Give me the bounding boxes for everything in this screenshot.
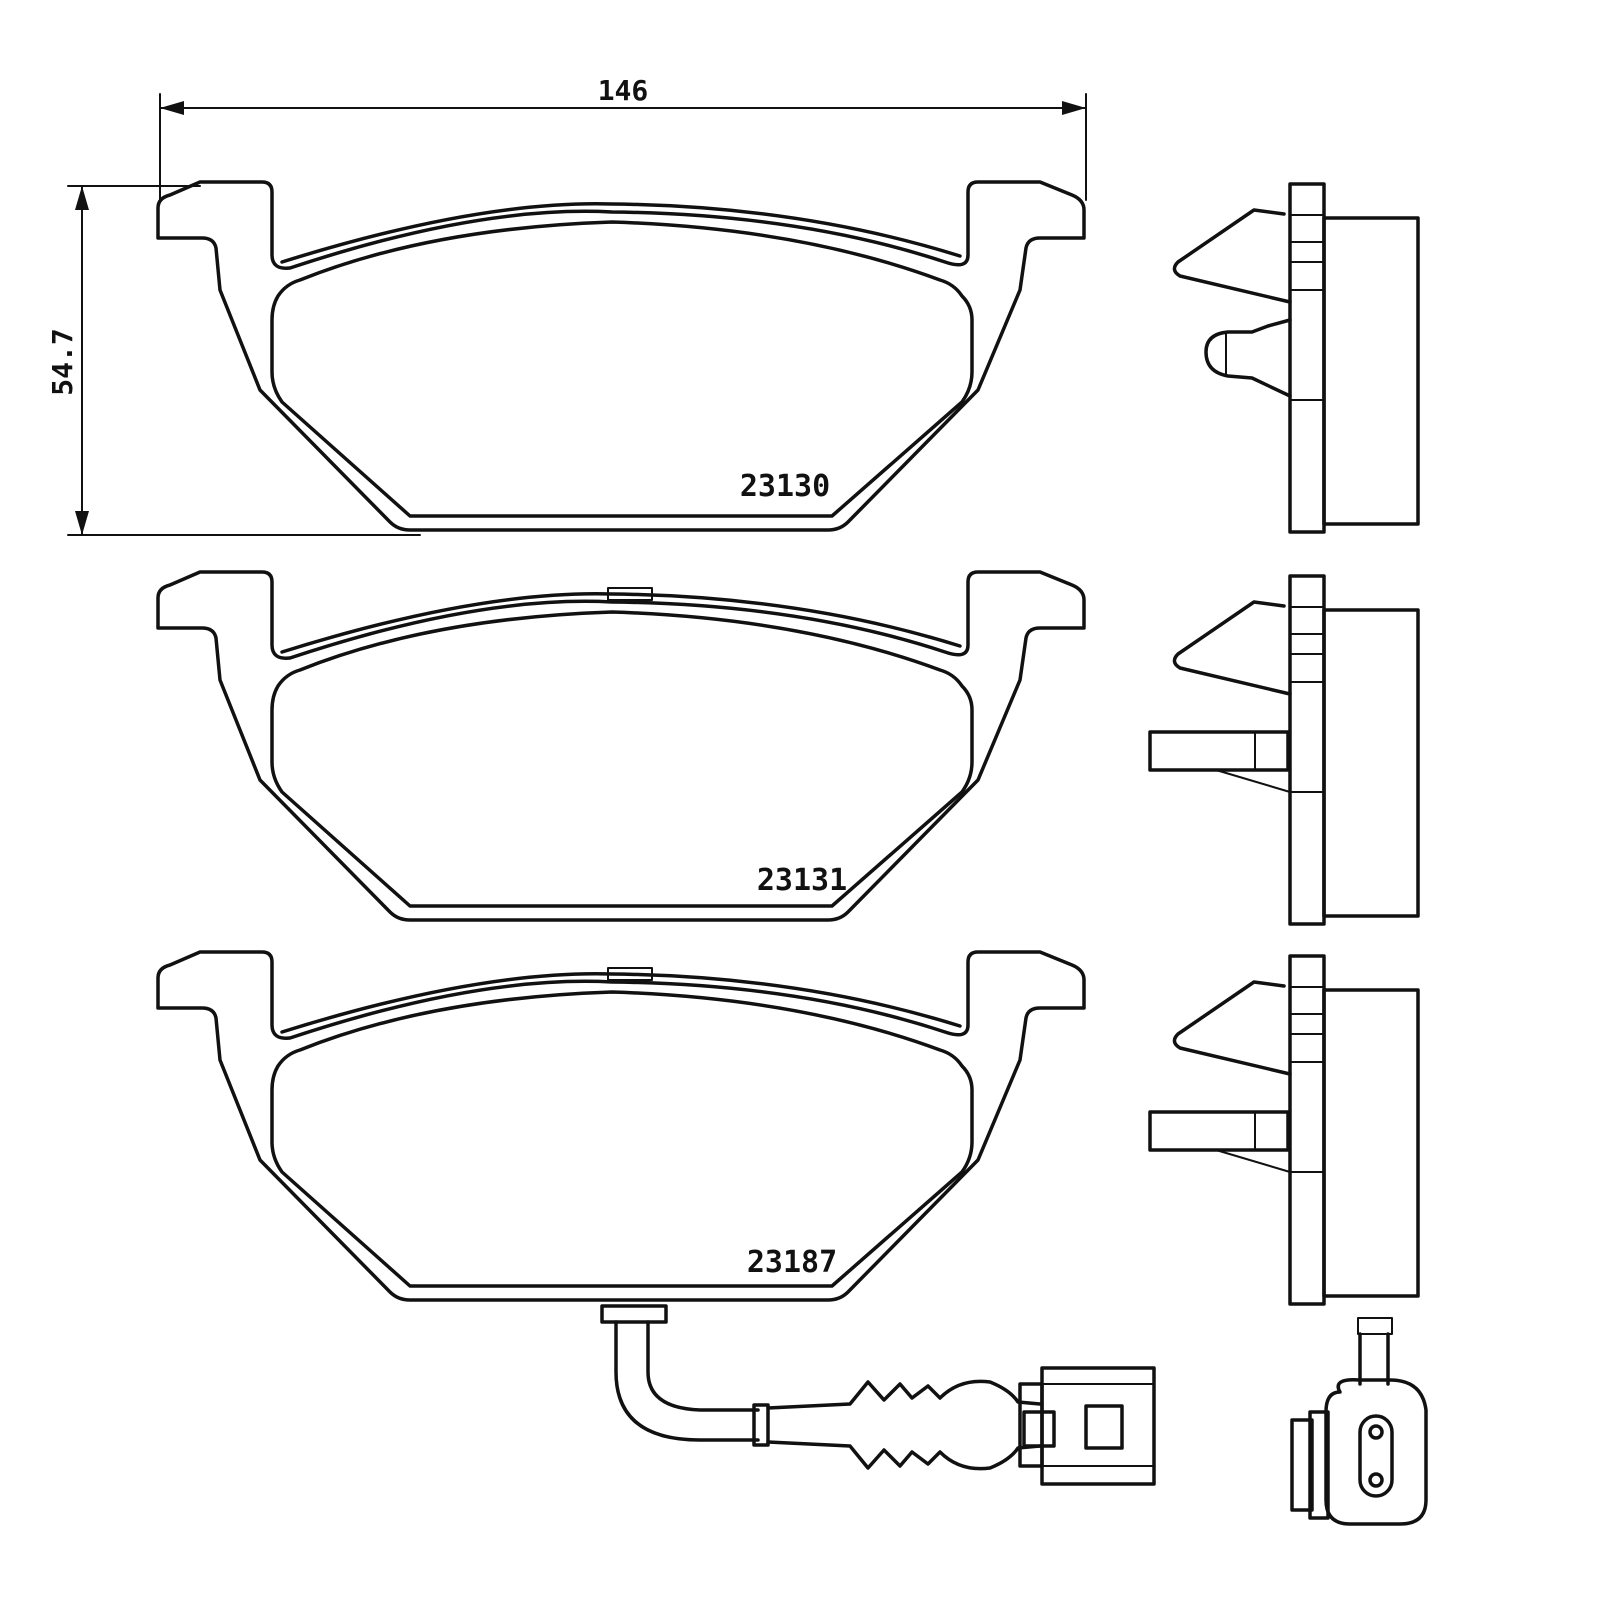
pad-23130-front: 23130 [156, 180, 1086, 532]
height-dimension: 54.7 [46, 185, 421, 536]
part-number-23187: 23187 [747, 1245, 837, 1280]
wear-sensor-side [1290, 1317, 1428, 1526]
width-label: 146 [598, 74, 649, 107]
part-number-23130: 23130 [740, 469, 830, 504]
pad-23187-front: 23187 [156, 950, 1086, 1302]
pad-23187-side [1148, 954, 1420, 1306]
width-dimension: 146 [159, 74, 1087, 201]
wear-sensor-front [600, 1304, 1156, 1486]
height-label: 54.7 [46, 328, 79, 395]
pad-23130-side [1172, 182, 1420, 534]
part-number-23131: 23131 [757, 863, 847, 898]
pad-23131-front: 23131 [156, 570, 1086, 922]
pad-23131-side [1148, 574, 1420, 926]
